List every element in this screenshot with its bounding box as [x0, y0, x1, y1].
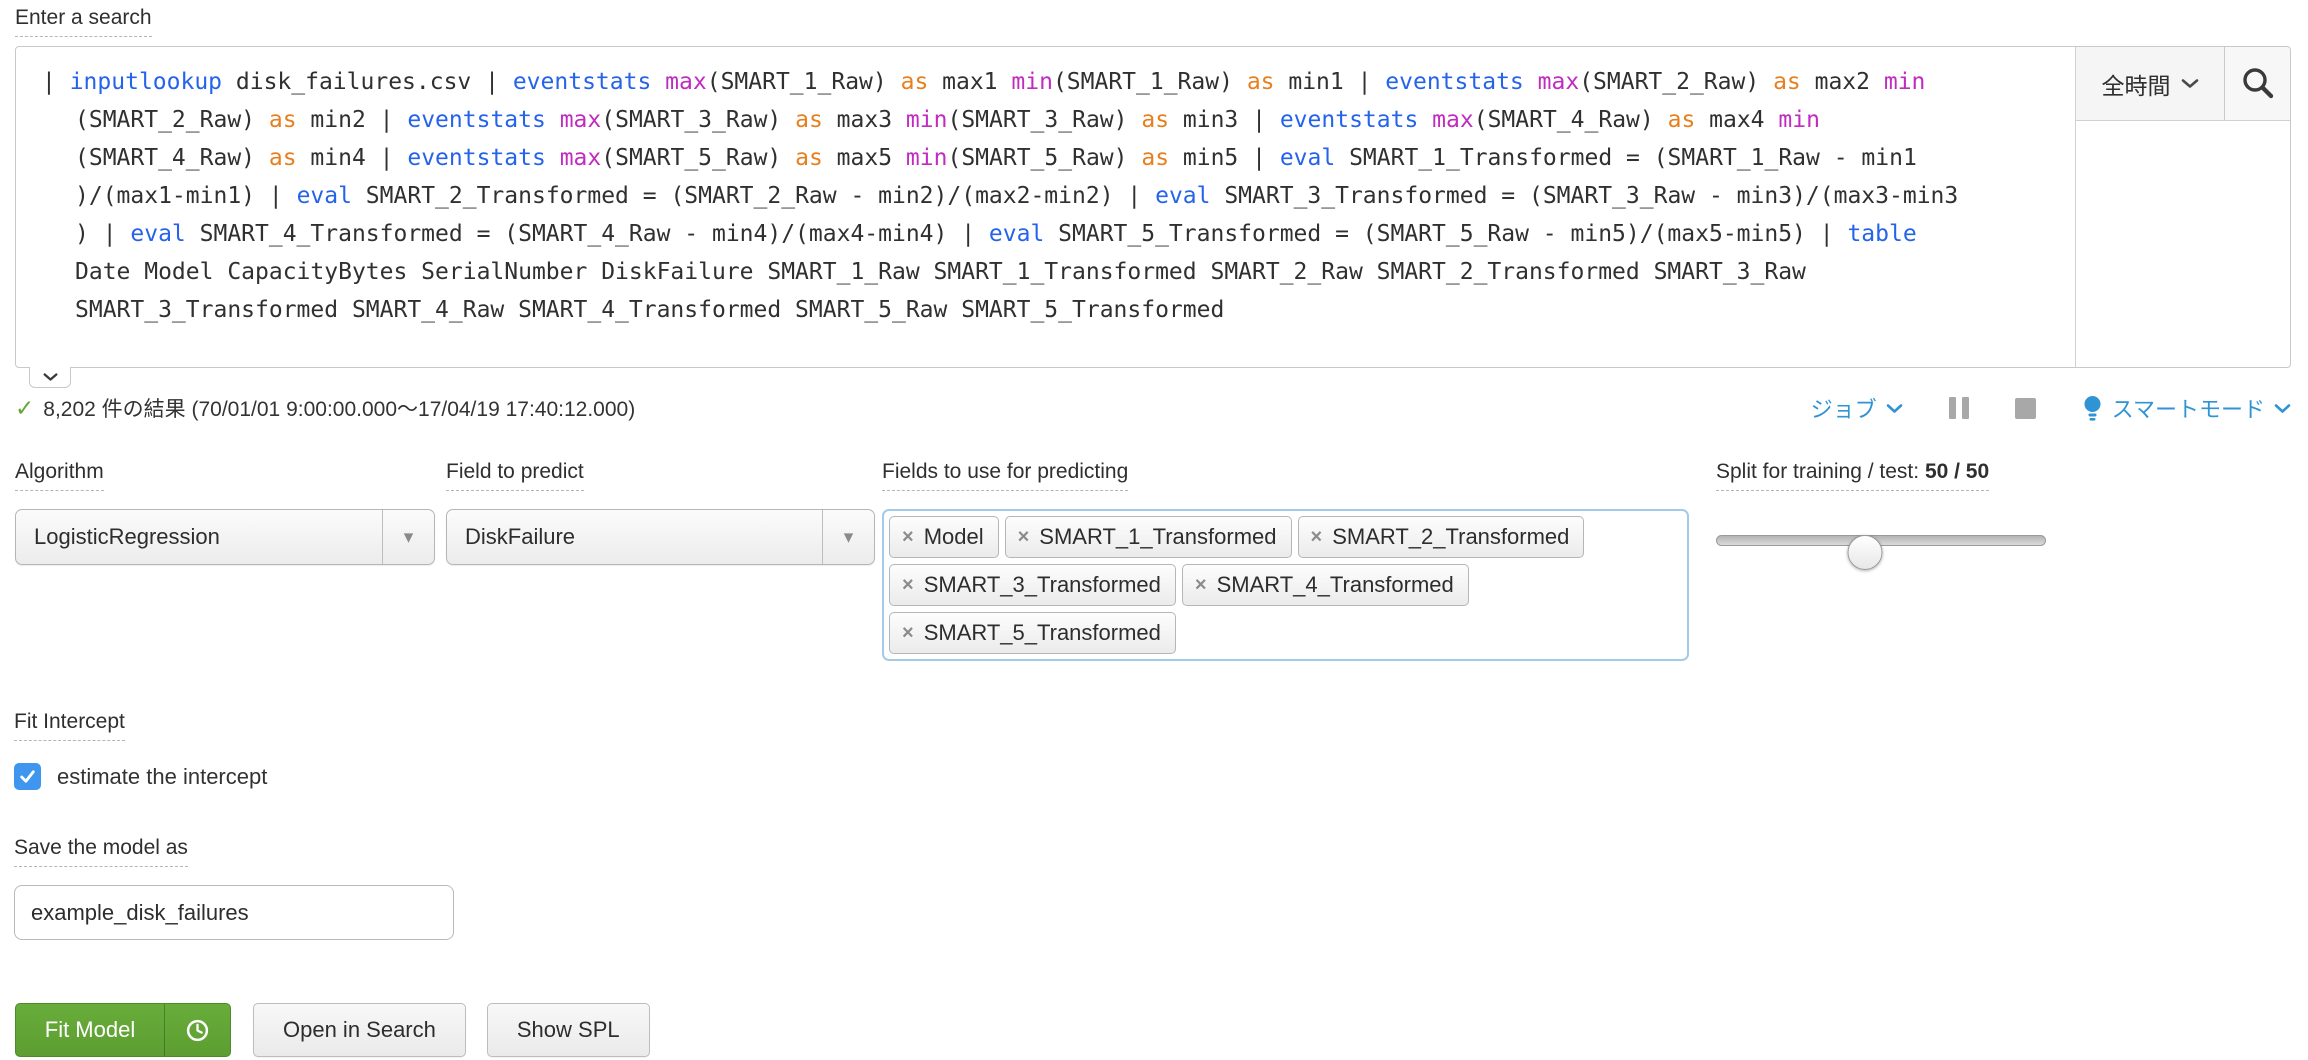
remove-tag-icon[interactable]: × — [902, 573, 914, 596]
save-model-input[interactable] — [14, 885, 454, 940]
search-input[interactable]: | inputlookup disk_failures.csv | events… — [16, 47, 2076, 367]
pause-button[interactable] — [1948, 397, 1969, 419]
field-tag[interactable]: × SMART_1_Transformed — [1004, 516, 1292, 558]
predictor-fields-group: Fields to use for predicting × Model × SMAR… — [882, 460, 1689, 661]
show-spl-label: Show SPL — [516, 1017, 620, 1042]
fit-intercept-label: Fit Intercept — [14, 710, 125, 741]
schedule-clock-icon[interactable] — [164, 1004, 230, 1056]
field-tag[interactable]: × SMART_2_Transformed — [1297, 516, 1585, 558]
pause-icon — [1948, 397, 1956, 419]
chevron-down-icon — [43, 373, 57, 381]
save-model-label: Save the model as — [14, 836, 188, 867]
field-tag-label: SMART_4_Transformed — [1216, 572, 1454, 597]
split-group: Split for training / test: 50 / 50 — [1716, 460, 2046, 570]
split-slider-handle[interactable] — [1847, 535, 1883, 570]
predictor-fields-multiselect[interactable]: × Model × SMART_1_Transformed × SMART_2_Trans… — [882, 509, 1689, 661]
pause-icon — [1961, 397, 1969, 419]
field-to-predict-group: Field to predict DiskFailure ▾ — [446, 460, 875, 565]
search-icon — [2242, 67, 2273, 98]
field-tag-label: SMART_2_Transformed — [1332, 524, 1570, 549]
search-expand-toggle[interactable] — [29, 367, 71, 388]
open-in-search-button[interactable]: Open in Search — [253, 1003, 466, 1057]
remove-tag-icon[interactable]: × — [1310, 525, 1323, 548]
remove-tag-icon[interactable]: × — [902, 621, 914, 644]
time-range-label: 全時間 — [2101, 72, 2171, 99]
split-slider-track[interactable] — [1716, 535, 2046, 570]
field-tag[interactable]: × SMART_5_Transformed — [889, 612, 1176, 654]
field-tag[interactable]: × SMART_4_Transformed — [1181, 564, 1469, 606]
split-label: Split for training / test: 50 / 50 — [1716, 460, 1990, 491]
chevron-down-icon — [1886, 403, 1902, 413]
fit-model-button[interactable]: Fit Model — [15, 1003, 231, 1057]
results-summary: 8,202 件の結果 (70/01/01 9:00:00.000～17/04/1… — [43, 398, 636, 421]
chevron-down-icon — [2181, 79, 2198, 88]
field-tag-label: Model — [923, 524, 984, 549]
field-tag[interactable]: × Model — [889, 516, 999, 558]
search-label: Enter a search — [15, 6, 152, 37]
fit-intercept-checkbox-label: estimate the intercept — [57, 763, 268, 789]
checkbox-check-icon — [20, 770, 35, 783]
dropdown-arrow-icon: ▾ — [822, 510, 874, 564]
dropdown-arrow-icon: ▾ — [382, 510, 434, 564]
results-row: ✓ 8,202 件の結果 (70/01/01 9:00:00.000～17/04… — [15, 390, 2291, 426]
time-range-picker[interactable]: 全時間 — [2076, 47, 2224, 120]
remove-tag-icon[interactable]: × — [1194, 573, 1207, 596]
fit-intercept-group: Fit Intercept estimate the intercept — [14, 710, 267, 790]
predictor-fields-label: Fields to use for predicting — [882, 460, 1129, 491]
stop-button[interactable] — [2014, 397, 2036, 419]
search-bar-controls: 全時間 — [2076, 47, 2290, 367]
split-value: 50 / 50 — [1924, 460, 1990, 483]
field-tag-label: SMART_3_Transformed — [923, 572, 1161, 597]
field-to-predict-selected-value: DiskFailure — [465, 524, 576, 549]
search-bar: | inputlookup disk_failures.csv | events… — [15, 46, 2291, 368]
algorithm-field-group: Algorithm LogisticRegression ▾ — [15, 460, 435, 565]
field-to-predict-select[interactable]: DiskFailure ▾ — [446, 509, 875, 565]
lightbulb-icon — [2084, 395, 2101, 421]
chevron-down-icon — [2274, 403, 2291, 413]
algorithm-select[interactable]: LogisticRegression ▾ — [15, 509, 435, 565]
algorithm-label: Algorithm — [15, 460, 104, 491]
job-menu-label: ジョブ — [1810, 397, 1877, 422]
fit-model-button-label: Fit Model — [44, 1017, 136, 1042]
algorithm-selected-value: LogisticRegression — [34, 524, 220, 549]
show-spl-button[interactable]: Show SPL — [486, 1003, 650, 1057]
field-tag[interactable]: × SMART_3_Transformed — [889, 564, 1176, 606]
save-model-group: Save the model as — [14, 836, 454, 940]
field-tag-label: SMART_5_Transformed — [923, 620, 1161, 645]
split-slider — [1716, 525, 2046, 570]
field-tag-label: SMART_1_Transformed — [1039, 524, 1277, 549]
success-check-icon: ✓ — [15, 394, 35, 421]
field-to-predict-label: Field to predict — [446, 460, 584, 491]
search-button[interactable] — [2224, 47, 2290, 120]
smart-mode-menu[interactable]: スマートモード — [2082, 392, 2291, 424]
smart-mode-label: スマートモード — [2111, 397, 2265, 422]
job-menu[interactable]: ジョブ — [1811, 392, 1903, 424]
fit-intercept-checkbox[interactable] — [14, 763, 41, 790]
action-buttons: Fit Model Open in Search Show SPL — [15, 1003, 650, 1057]
remove-tag-icon[interactable]: × — [1017, 525, 1030, 548]
remove-tag-icon[interactable]: × — [902, 525, 914, 548]
open-in-search-label: Open in Search — [283, 1017, 436, 1042]
